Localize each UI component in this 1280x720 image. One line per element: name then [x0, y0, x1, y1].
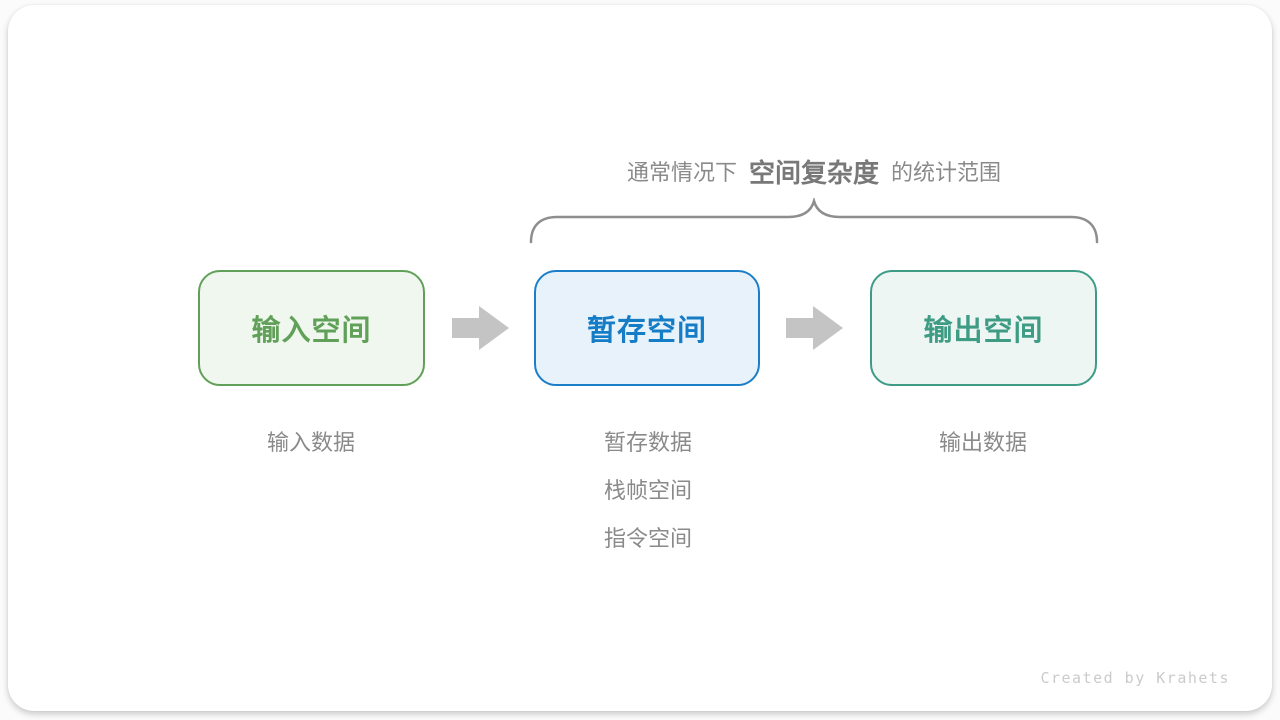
scope-brace: [529, 198, 1099, 244]
output-space-box: 输出空间: [870, 270, 1097, 386]
diagram-card: 通常情况下 空间复杂度 的统计范围 输入空间 暂存空间 输出空间 输入数据 暂存…: [8, 5, 1272, 711]
output-space-sublabels: 输出数据: [853, 419, 1113, 467]
sublabel-line: 输出数据: [938, 430, 1027, 455]
sublabel-line: 输入数据: [266, 430, 355, 455]
input-space-box: 输入空间: [198, 270, 425, 386]
output-space-label: 输出空间: [923, 315, 1044, 347]
temp-space-sublabels: 暂存数据 栈帧空间 指令空间: [518, 419, 778, 563]
title-prefix: 通常情况下: [626, 160, 737, 185]
title-highlight: 空间复杂度: [748, 157, 879, 188]
sublabel-line: 栈帧空间: [603, 478, 692, 503]
title-suffix: 的统计范围: [891, 160, 1002, 185]
temp-space-label: 暂存空间: [586, 315, 707, 347]
sublabel-line: 暂存数据: [603, 430, 692, 455]
diagram-title: 通常情况下 空间复杂度 的统计范围: [529, 151, 1099, 191]
input-space-label: 输入空间: [251, 315, 372, 347]
temp-space-box: 暂存空间: [534, 270, 760, 386]
input-space-sublabels: 输入数据: [181, 419, 441, 467]
arrow-right-icon: [786, 306, 843, 350]
sublabel-line: 指令空间: [603, 526, 692, 551]
watermark: Created by Krahets: [1040, 669, 1230, 687]
arrow-right-icon: [452, 306, 509, 350]
